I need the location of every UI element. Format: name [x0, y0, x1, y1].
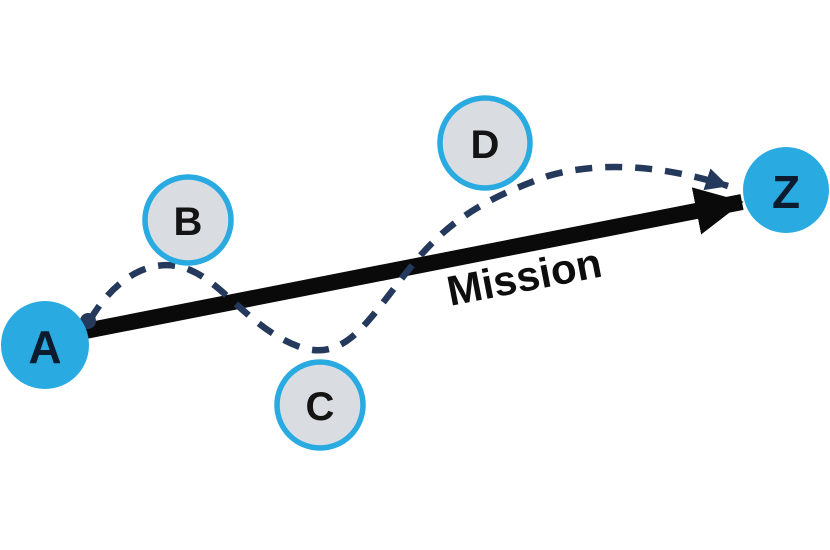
node-D: D — [437, 95, 533, 191]
node-B-circle — [142, 174, 234, 266]
node-Z-circle — [743, 147, 829, 233]
node-A-circle — [1, 301, 89, 389]
node-A: A — [1, 301, 89, 389]
node-B: B — [142, 174, 234, 266]
node-C-label: C — [306, 385, 335, 429]
node-Z-label: Z — [772, 166, 800, 218]
node-A-label: A — [28, 321, 61, 373]
node-D-label: D — [471, 123, 500, 167]
node-B-label: B — [174, 200, 203, 244]
node-Z: Z — [743, 147, 829, 233]
node-C: C — [274, 359, 366, 451]
detour-path — [87, 163, 729, 354]
node-C-circle — [274, 359, 366, 451]
nodes-layer: A B C D Z — [1, 95, 829, 451]
node-D-circle — [437, 95, 533, 191]
